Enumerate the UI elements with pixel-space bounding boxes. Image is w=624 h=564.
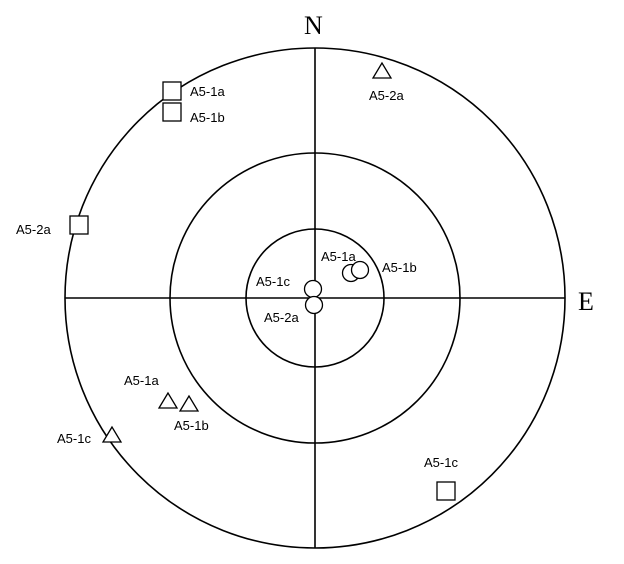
circle-marker <box>303 279 323 299</box>
circle-marker <box>350 260 370 280</box>
triangle-marker <box>371 61 393 79</box>
marker-label: A5-1c <box>424 455 458 470</box>
marker-label: A5-2a <box>369 88 404 103</box>
square-marker <box>436 481 456 501</box>
marker-label: A5-1c <box>256 274 290 289</box>
marker-label: A5-2a <box>16 222 51 237</box>
marker-label: A5-1a <box>124 373 159 388</box>
marker-label: A5-2a <box>264 310 299 325</box>
marker-label: A5-1a <box>321 249 356 264</box>
circle-marker <box>304 295 324 315</box>
marker-label: A5-1b <box>190 110 225 125</box>
square-marker <box>162 81 182 101</box>
marker-label: A5-1c <box>57 431 91 446</box>
square-marker <box>162 102 182 122</box>
marker-label: A5-1b <box>382 260 417 275</box>
triangle-marker <box>157 391 179 409</box>
marker-label: A5-1a <box>190 84 225 99</box>
triangle-marker <box>178 394 200 412</box>
triangle-marker <box>101 425 123 443</box>
marker-label: A5-1b <box>174 418 209 433</box>
east-label: E <box>578 287 594 316</box>
north-label: N <box>304 11 323 40</box>
square-marker <box>69 215 89 235</box>
